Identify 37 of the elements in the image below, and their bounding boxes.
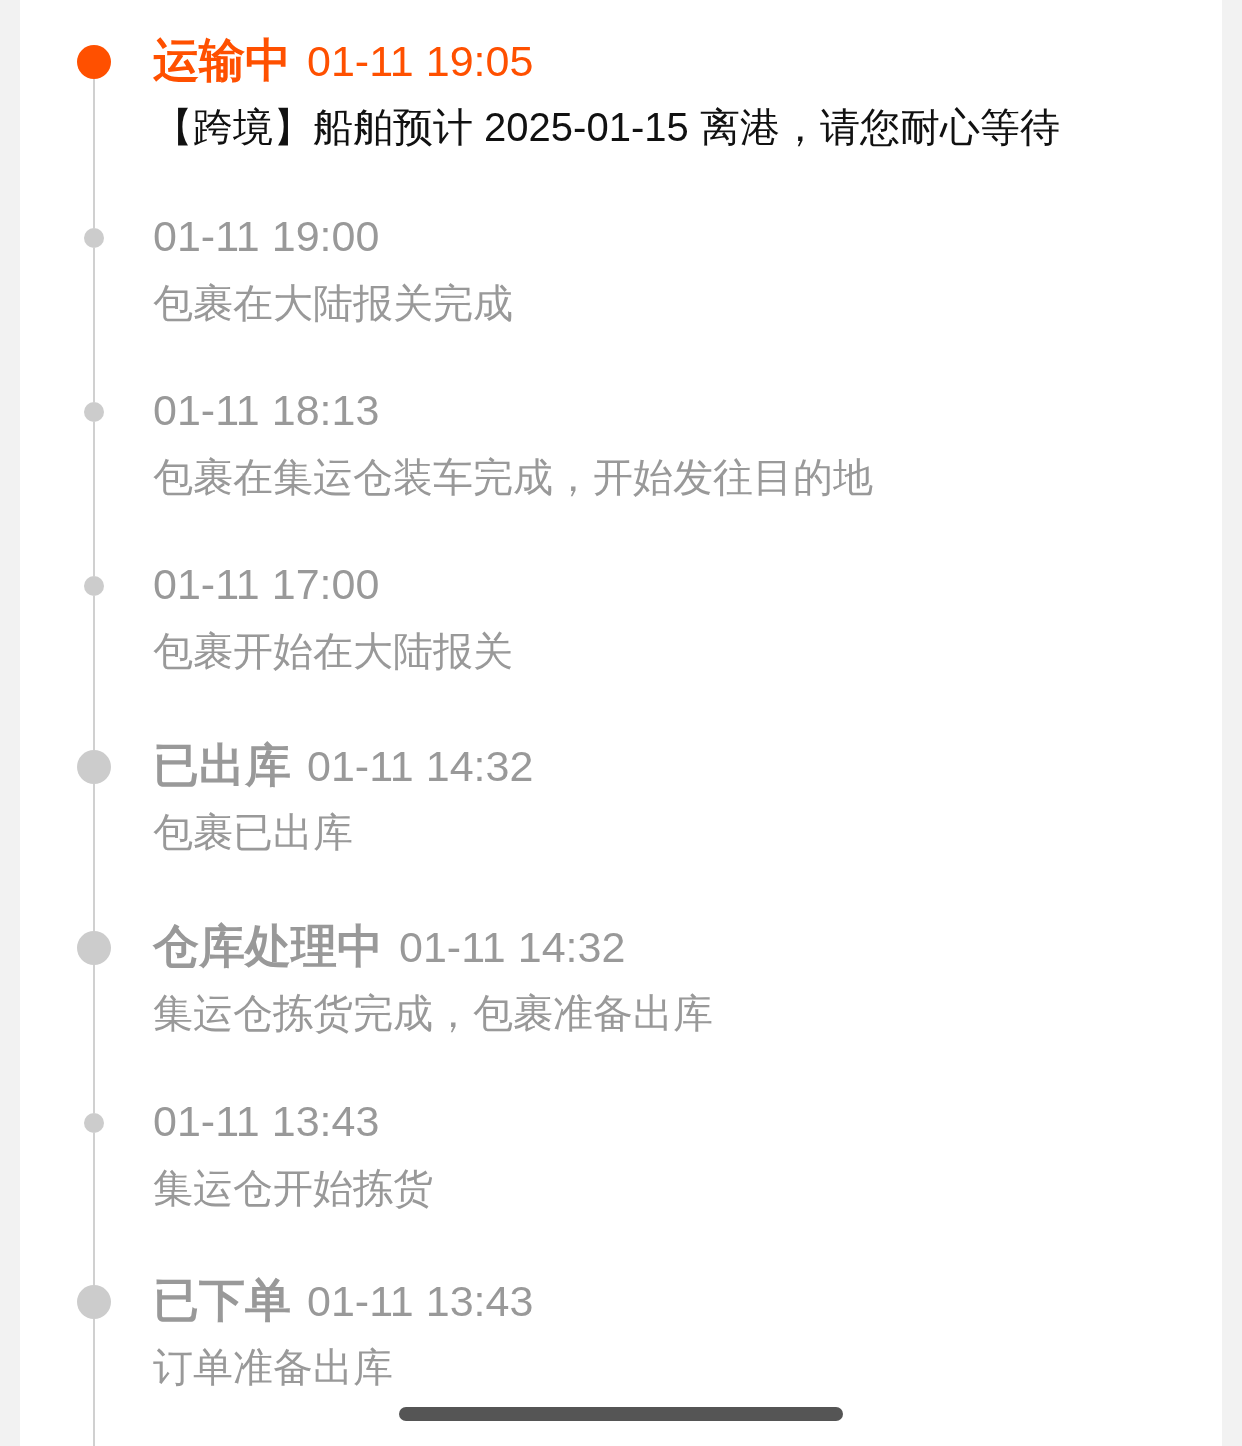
timestamp: 01-11 14:32 — [399, 922, 626, 973]
timeline-dot — [77, 931, 111, 965]
timestamp: 01-11 13:43 — [153, 1096, 380, 1147]
description: 集运仓开始拣货 — [153, 1165, 433, 1212]
home-indicator — [399, 1407, 843, 1421]
description: 订单准备出库 — [153, 1344, 393, 1391]
timeline-line — [93, 595, 95, 751]
timeline-line — [93, 78, 95, 229]
timestamp: 01-11 19:05 — [307, 36, 534, 87]
status-label: 仓库处理中 — [153, 919, 383, 974]
timeline-dot — [84, 228, 104, 248]
timeline-line — [93, 1318, 95, 1446]
timeline-line — [93, 1132, 95, 1286]
timestamp: 01-11 14:32 — [307, 741, 534, 792]
description: 包裹开始在大陆报关 — [153, 628, 513, 675]
timestamp: 01-11 17:00 — [153, 559, 380, 610]
description: 包裹在集运仓装车完成，开始发往目的地 — [153, 454, 873, 501]
description: 包裹已出库 — [153, 809, 353, 856]
description: 包裹在大陆报关完成 — [153, 280, 513, 327]
status-label: 已下单 — [153, 1273, 291, 1328]
timeline-line — [93, 421, 95, 577]
description: 【跨境】船舶预计 2025-01-15 离港，请您耐心等待 — [153, 104, 1060, 151]
timestamp: 01-11 18:13 — [153, 385, 380, 436]
status-label: 已出库 — [153, 738, 291, 793]
timeline-dot — [77, 750, 111, 784]
timeline-dot — [77, 45, 111, 79]
timeline-line — [93, 964, 95, 1114]
timeline-dot — [84, 402, 104, 422]
timeline-line — [93, 247, 95, 403]
status-label: 运输中 — [153, 33, 291, 88]
timeline-line — [93, 783, 95, 932]
timestamp: 01-11 13:43 — [307, 1276, 534, 1327]
timeline-dot — [77, 1285, 111, 1319]
description: 集运仓拣货完成，包裹准备出库 — [153, 990, 713, 1037]
timeline-dot — [84, 1113, 104, 1133]
timestamp: 01-11 19:00 — [153, 211, 380, 262]
timeline-dot — [84, 576, 104, 596]
